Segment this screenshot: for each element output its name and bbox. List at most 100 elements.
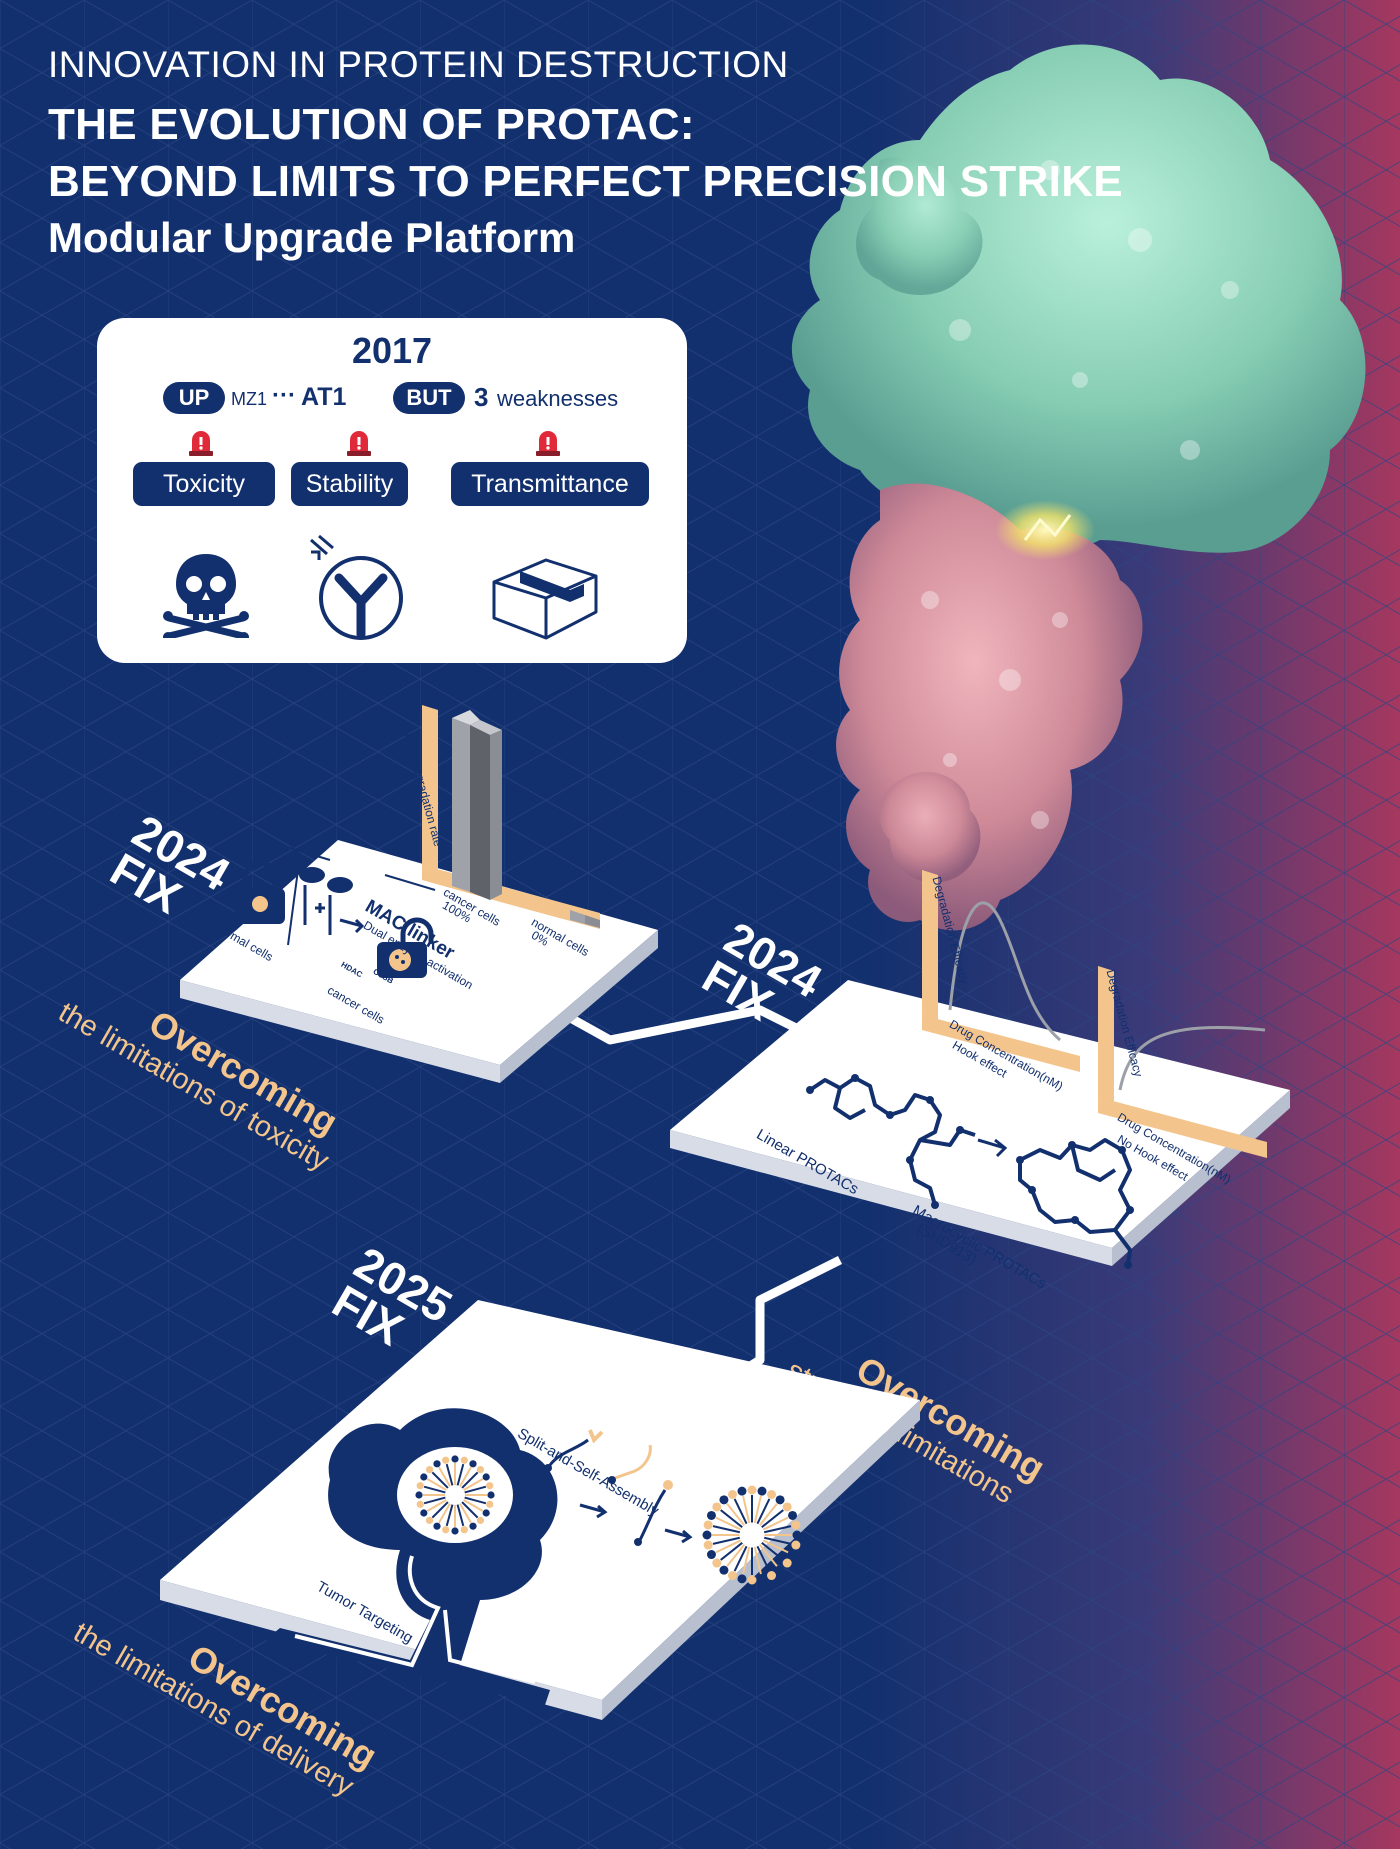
hook-effect-curve [948, 901, 1061, 1042]
micelle-strand [726, 1544, 745, 1567]
weakness-toxicity: Toxicity [133, 462, 275, 506]
micelle-head [442, 1456, 450, 1464]
micelle-strand [423, 1485, 446, 1494]
micelle-head [782, 1558, 792, 1568]
card-year: 2017 [351, 330, 433, 371]
micelle-head [425, 1516, 434, 1525]
micelle-strand [720, 1542, 743, 1561]
micelle-strand [753, 1546, 762, 1575]
micelle-head [416, 1500, 424, 1508]
micelle-strand [733, 1498, 748, 1525]
micelle-head [425, 1465, 434, 1474]
enzyme-arrow-icons [303, 885, 365, 935]
micelle-head [791, 1520, 801, 1530]
micelle-strand [431, 1471, 449, 1489]
micelle-strand [715, 1516, 742, 1531]
dots-label: ··· [272, 382, 296, 409]
micelle-strand [761, 1509, 784, 1528]
micelle-head [486, 1482, 494, 1490]
at1-label: AT1 [301, 383, 347, 411]
micelle-strand [715, 1539, 742, 1554]
antibody-icon [310, 534, 403, 640]
micelle-strand [445, 1463, 454, 1486]
micelle-strand [712, 1525, 741, 1534]
panel-toxicity [180, 705, 658, 1083]
micelle-strand [761, 1542, 784, 1561]
micelle-head [486, 1500, 494, 1508]
kicker-text: INNOVATION IN PROTEIN DESTRUCTION [48, 44, 789, 85]
linear-protac-molecule [808, 1076, 976, 1206]
micelle-head [791, 1540, 801, 1550]
micelle-head [757, 1486, 767, 1496]
micelle-strand [464, 1496, 487, 1505]
micelle-strand [456, 1463, 465, 1486]
micelle-strand [463, 1478, 484, 1491]
micelle-strand [459, 1466, 472, 1487]
micelle-head [719, 1495, 729, 1505]
micelle-head [433, 1522, 441, 1530]
connector-line [562, 1005, 823, 1045]
micelle-strand [456, 1504, 465, 1527]
package-box-icon [492, 558, 598, 640]
micelle-strand [762, 1539, 789, 1554]
but-pill: BUT [393, 382, 465, 414]
micelle-head [476, 1465, 485, 1474]
mz1-label: MZ1 [231, 389, 267, 409]
protein-surface-illustration [791, 44, 1366, 931]
page-subtitle: Modular Upgrade Platform [48, 214, 576, 261]
micelle-head [420, 1473, 428, 1481]
micelle-strand [742, 1495, 751, 1524]
micelle-strand [461, 1471, 479, 1489]
micelle-head [451, 1527, 459, 1535]
lock-open-icon [377, 917, 434, 978]
page-title-line2: BEYOND LIMITS TO PERFECT PRECISION STRIK… [48, 157, 1123, 206]
micelle-head [433, 1460, 441, 1468]
micelle-head [703, 1520, 713, 1530]
micelle-strand [461, 1501, 479, 1519]
micelle-strand [762, 1516, 789, 1531]
micelle-head [719, 1565, 729, 1575]
micelle-strand [756, 1545, 771, 1572]
micelle-head [482, 1473, 490, 1481]
micelle-in-tumor-icon [415, 1455, 495, 1535]
micelle-head [727, 1489, 737, 1499]
weakness-transmittance: Transmittance [451, 462, 649, 506]
micelle-head [747, 1575, 757, 1585]
micelle-strand [464, 1485, 487, 1494]
micelle-head [420, 1509, 428, 1517]
micelle-head [460, 1456, 468, 1464]
micelle-head [792, 1530, 802, 1540]
micelle-head [415, 1491, 423, 1499]
micelle-head [469, 1522, 477, 1530]
micelle-head [482, 1509, 490, 1517]
micelle-head [775, 1565, 785, 1575]
micelle-strand [742, 1546, 751, 1575]
micelle-strand [756, 1498, 771, 1525]
micelle-strand [438, 1466, 451, 1487]
micelle-head [476, 1516, 485, 1525]
micelle-head [702, 1530, 712, 1540]
micelle-head [712, 1502, 722, 1512]
micelle-head [727, 1571, 737, 1581]
panel-delivery [160, 1300, 920, 1720]
micelle-head [737, 1574, 747, 1584]
micelle-head [706, 1550, 716, 1560]
up-pill: UP [163, 382, 225, 414]
micelle-strand [726, 1503, 745, 1526]
panel-structure [670, 870, 1290, 1269]
micelle-head [469, 1460, 477, 1468]
micelle-head [767, 1571, 777, 1581]
micelle-strand [712, 1536, 741, 1545]
micelle-head [451, 1455, 459, 1463]
micelle-head [712, 1558, 722, 1568]
micelle-strand [423, 1496, 446, 1505]
alarm-icon [189, 431, 213, 456]
micelle-head [416, 1482, 424, 1490]
micelle-strand [426, 1478, 447, 1491]
micelle-strand [431, 1501, 449, 1519]
micelle-strand [763, 1536, 792, 1545]
micelle-head [788, 1550, 798, 1560]
micelle-head [487, 1491, 495, 1499]
micelle-strand [463, 1499, 484, 1512]
page-title-line1: THE EVOLUTION OF PROTAC: [48, 100, 695, 149]
